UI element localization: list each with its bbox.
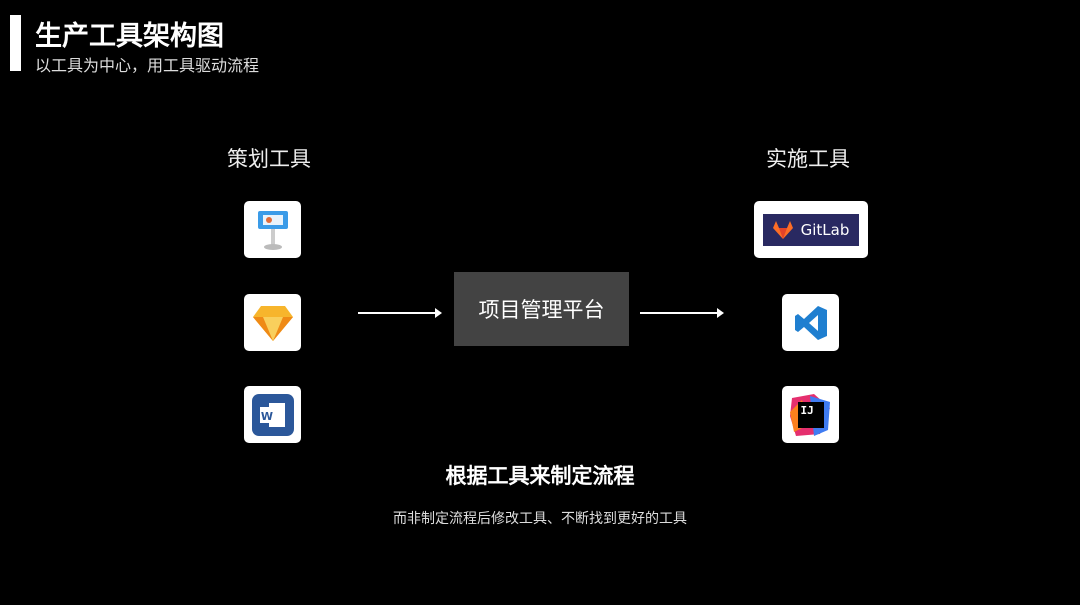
title-accent-bar <box>10 15 21 71</box>
project-management-platform-box: 项目管理平台 <box>454 272 629 346</box>
vscode-icon <box>782 294 839 351</box>
ij-text: IJ <box>797 401 824 428</box>
sketch-icon <box>244 294 301 351</box>
keynote-icon <box>244 201 301 258</box>
arrow-from-platform <box>640 308 724 318</box>
footer-text: 而非制定流程后修改工具、不断找到更好的工具 <box>393 511 687 527</box>
intellij-idea-icon: IJ <box>782 386 839 443</box>
page-title: 生产工具架构图 <box>35 21 224 52</box>
gitlab-text: GitLab <box>800 220 850 239</box>
gitlab-logo: GitLab <box>754 201 868 258</box>
gitlab-fox-icon <box>772 220 793 239</box>
word-icon: W <box>244 386 301 443</box>
arrow-to-platform <box>358 308 442 318</box>
implementation-tools-heading: 实施工具 <box>766 147 850 171</box>
page-subtitle: 以工具为中心，用工具驱动流程 <box>35 56 260 75</box>
planning-tools-heading: 策划工具 <box>227 147 311 171</box>
svg-text:W: W <box>260 410 272 423</box>
footer-headline: 根据工具来制定流程 <box>445 464 635 488</box>
